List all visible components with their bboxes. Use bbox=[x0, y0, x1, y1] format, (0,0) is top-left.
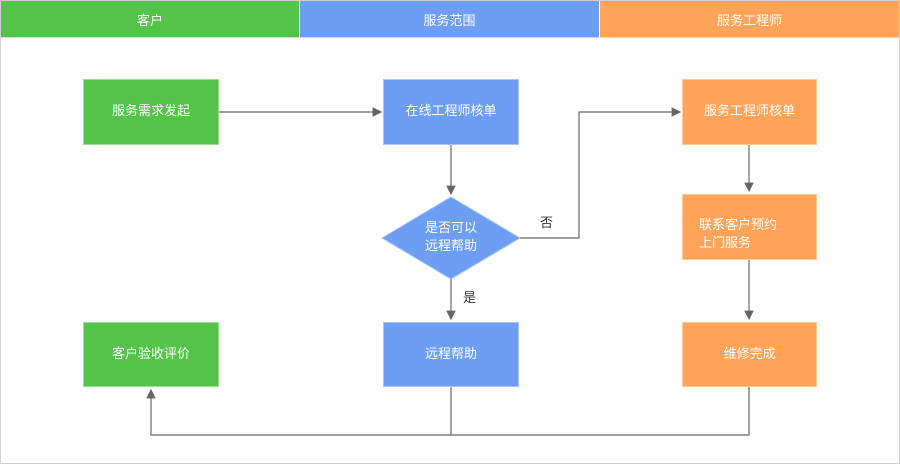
node-online-engineer-review: 在线工程师核单 bbox=[383, 79, 519, 145]
lane-header-service-engineer: 服务工程师 bbox=[600, 1, 899, 38]
node-service-engineer-review: 服务工程师核单 bbox=[682, 79, 817, 145]
node-remote-help: 远程帮助 bbox=[383, 322, 519, 387]
node-service-request: 服务需求发起 bbox=[83, 79, 219, 145]
edge-label-yes: 是 bbox=[463, 291, 477, 306]
edge-label-no: 否 bbox=[540, 216, 554, 231]
edge-remote-help-to-customer-accept bbox=[146, 387, 452, 436]
edge-decision-no-to-engineer-review bbox=[520, 107, 682, 239]
decision-label: 是否可以 远程帮助 bbox=[415, 220, 487, 256]
lane-header-customer: 客户 bbox=[1, 1, 300, 38]
node-contact-customer-line-1: 联系客户预约 bbox=[699, 217, 778, 233]
edge-repair-done-to-bottom-path bbox=[451, 387, 750, 436]
decision-label-line-2: 远程帮助 bbox=[424, 239, 477, 254]
node-contact-customer: 联系客户预约 上门服务 bbox=[682, 194, 817, 260]
lane-header-service-scope: 服务范围 bbox=[300, 1, 600, 38]
node-customer-acceptance: 客户验收评价 bbox=[83, 322, 219, 387]
node-contact-customer-text: 联系客户预约 上门服务 bbox=[683, 202, 816, 253]
node-repair-complete: 维修完成 bbox=[682, 322, 817, 387]
decision-label-line-1: 是否可以 bbox=[424, 221, 477, 236]
node-contact-customer-line-2: 上门服务 bbox=[699, 235, 752, 251]
